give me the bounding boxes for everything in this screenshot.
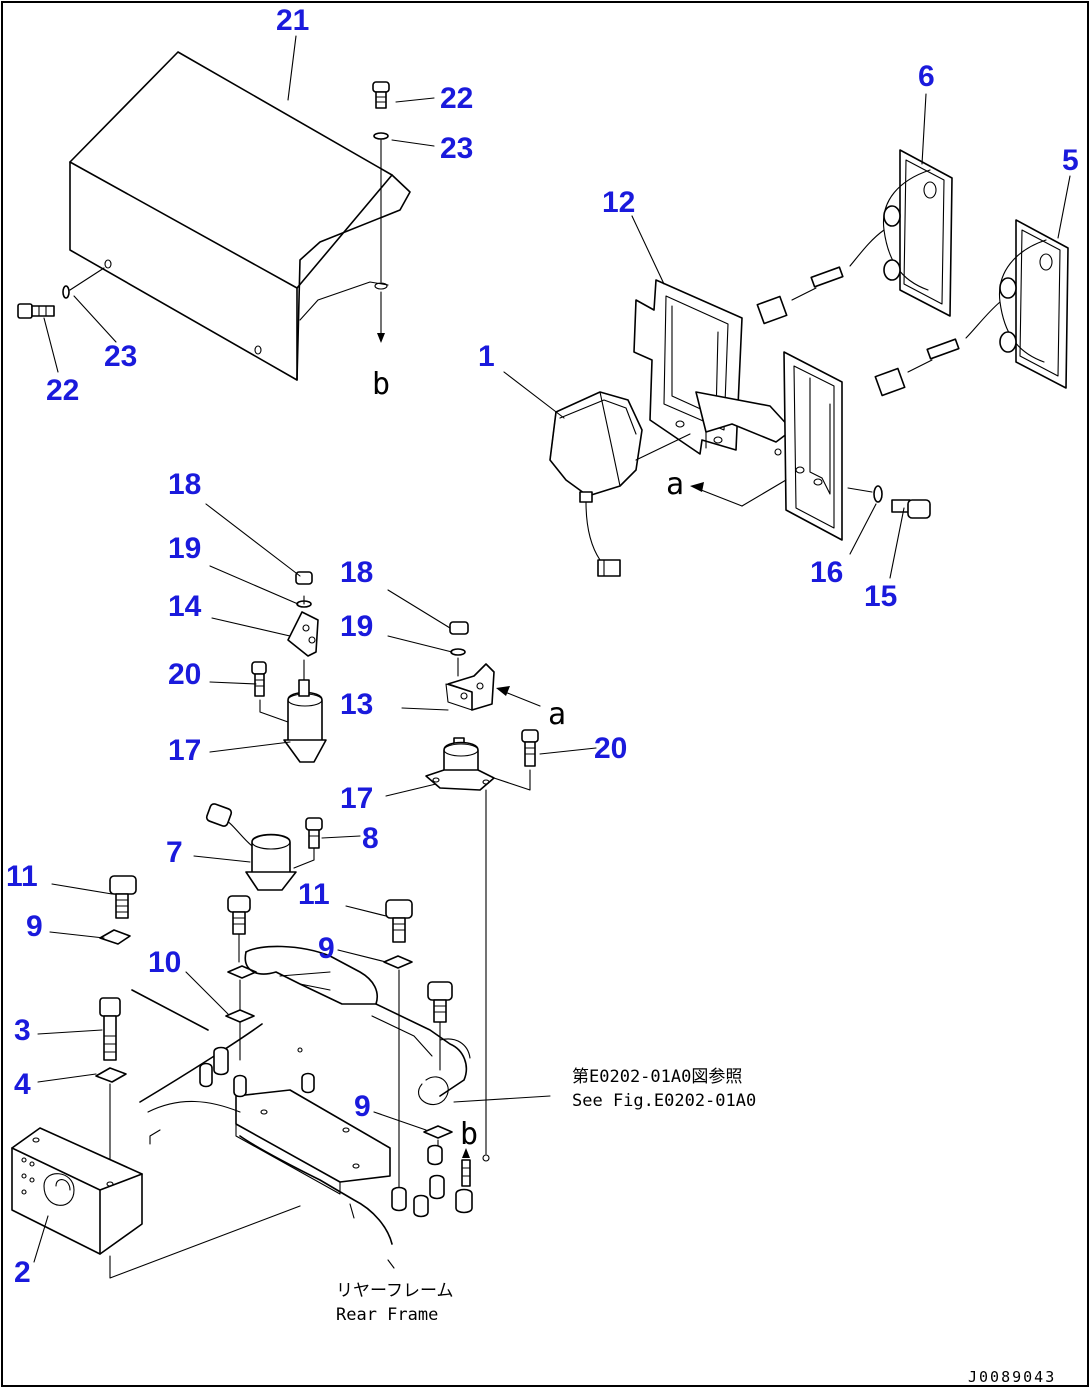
callout-22-left: 22 bbox=[46, 374, 79, 407]
callout-11-left: 11 bbox=[6, 860, 38, 893]
ref-b-top: b bbox=[372, 367, 390, 402]
rear-frame-structure bbox=[131, 945, 473, 1269]
callout-2: 2 bbox=[14, 1256, 31, 1289]
callout-9-center: 9 bbox=[318, 932, 335, 965]
callout-7: 7 bbox=[166, 836, 183, 869]
bolt-22-top bbox=[372, 81, 390, 343]
callout-9-left: 9 bbox=[26, 910, 43, 943]
bolt-3 bbox=[95, 997, 127, 1181]
notes: 第E0202-01A0図参照 See Fig.E0202-01A0 リヤーフレー… bbox=[336, 1067, 1056, 1386]
rear-frame-label-en: Rear Frame bbox=[336, 1305, 438, 1325]
callout-17-left: 17 bbox=[168, 734, 201, 767]
callout-18-left: 18 bbox=[168, 468, 201, 501]
callout-22-top: 22 bbox=[440, 82, 473, 115]
bolt-22-left bbox=[17, 267, 105, 319]
callout-13: 13 bbox=[340, 688, 373, 721]
callout-20-right: 20 bbox=[594, 732, 627, 765]
callout-15: 15 bbox=[864, 580, 897, 613]
callout-9-lower: 9 bbox=[354, 1090, 371, 1123]
callout-6: 6 bbox=[918, 60, 935, 93]
callout-10: 10 bbox=[148, 946, 181, 979]
reference-letters: b a a b bbox=[372, 367, 684, 1152]
see-fig-note-en: See Fig.E0202-01A0 bbox=[572, 1091, 756, 1111]
ref-a-upper: a bbox=[666, 467, 684, 502]
callout-16: 16 bbox=[810, 556, 843, 589]
box-2 bbox=[11, 1127, 301, 1279]
drawing-code: J0089043 bbox=[968, 1368, 1056, 1386]
callout-23-top: 23 bbox=[440, 132, 473, 165]
bolt-11-left bbox=[99, 875, 137, 945]
bolt-11-center bbox=[225, 895, 257, 1061]
lamp-5 bbox=[874, 219, 1069, 397]
callout-3: 3 bbox=[14, 1014, 31, 1047]
callout-11-center: 11 bbox=[298, 878, 330, 911]
callout-19-right: 19 bbox=[340, 610, 373, 643]
bolt-right-far bbox=[423, 981, 453, 1151]
ref-b-lower: b bbox=[460, 1117, 478, 1152]
leader-lines bbox=[33, 35, 1071, 1263]
callout-1: 1 bbox=[478, 340, 495, 373]
callout-21: 21 bbox=[276, 4, 309, 37]
callout-labels: 21 22 23 23 22 6 5 12 1 16 15 18 19 14 2… bbox=[6, 4, 1079, 1289]
callout-12: 12 bbox=[602, 186, 635, 219]
callout-5: 5 bbox=[1062, 144, 1079, 177]
bolt-15 bbox=[847, 485, 931, 519]
mount-assembly-right bbox=[425, 621, 541, 1162]
callout-19-left: 19 bbox=[168, 532, 201, 565]
lamp-1 bbox=[549, 391, 643, 577]
bolt-11-right bbox=[383, 899, 413, 1189]
callout-17-right: 17 bbox=[340, 782, 373, 815]
callout-18-right: 18 bbox=[340, 556, 373, 589]
ref-a-lower: a bbox=[548, 697, 566, 732]
callout-4: 4 bbox=[14, 1068, 31, 1101]
lamp-6 bbox=[756, 149, 953, 325]
bracket-12 bbox=[633, 279, 793, 461]
see-fig-note-jp: 第E0202-01A0図参照 bbox=[572, 1067, 742, 1087]
rear-frame-label-jp: リヤーフレーム bbox=[336, 1281, 453, 1301]
callout-20-left: 20 bbox=[168, 658, 201, 691]
bracket-plate-right bbox=[690, 351, 843, 541]
mount-assembly-left bbox=[251, 571, 327, 763]
callout-23-left: 23 bbox=[104, 340, 137, 373]
cover-box-21 bbox=[69, 51, 411, 381]
relay-7 bbox=[205, 803, 323, 891]
callout-14: 14 bbox=[168, 590, 202, 623]
callout-8: 8 bbox=[362, 822, 379, 855]
